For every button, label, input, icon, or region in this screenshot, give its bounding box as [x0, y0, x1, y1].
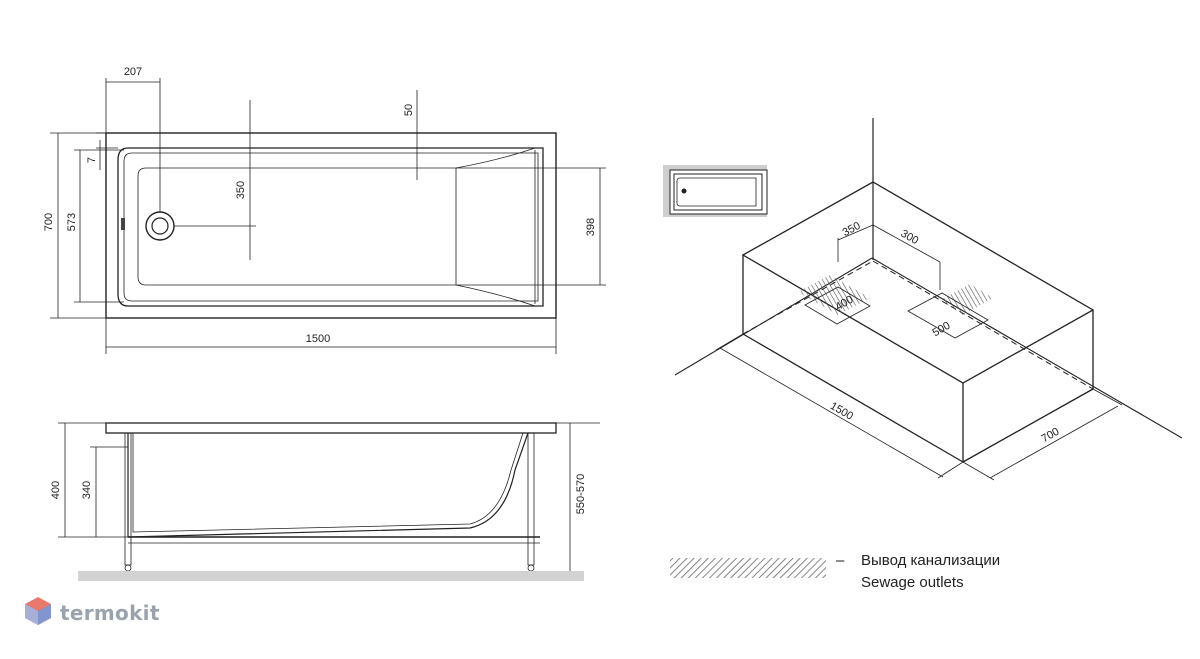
tub-basin-outline — [117, 147, 544, 307]
dim-573-label: 573 — [66, 213, 78, 231]
dim-7-label: 7 — [86, 157, 98, 163]
sewage-outlet-zone-right — [940, 284, 993, 315]
side-view: 400 340 550-570 — [50, 422, 600, 581]
outlet-rect-right — [907, 292, 989, 339]
backrest-edge-top — [455, 147, 536, 169]
brand-logo-icon — [25, 597, 51, 625]
dim-398-label: 398 — [585, 218, 597, 236]
dim-350-label: 350 — [235, 181, 247, 199]
drain-inner — [151, 217, 169, 235]
outlet-rect-left — [804, 286, 871, 325]
isometric-view: 350 300 400 500 1500 700 — [674, 118, 1183, 481]
drain-outer — [145, 211, 175, 241]
side-tub-body — [127, 432, 529, 538]
overflow-mark — [121, 218, 125, 230]
floor — [78, 571, 584, 581]
dim-700-label: 700 — [43, 213, 55, 231]
iso-dim-350-label: 350 — [841, 220, 863, 239]
dim-340-label: 340 — [81, 481, 93, 499]
legend-label-ru: Вывод канализации — [861, 552, 1001, 569]
top-view: 207 50 7 350 700 573 398 1500 — [43, 66, 606, 354]
iso-dim-1500-label: 1500 — [828, 400, 855, 423]
placement-thumbnail — [663, 165, 768, 217]
tub-outer-rim — [105, 132, 557, 319]
dim-50-label: 50 — [403, 104, 415, 116]
dim-1500-label: 1500 — [306, 333, 330, 345]
legend-label-en: Sewage outlets — [861, 574, 964, 591]
tub-basin-inner-edge — [123, 152, 539, 302]
legend-hatch-swatch — [670, 558, 826, 578]
dim-207-label: 207 — [124, 66, 142, 78]
iso-dim-500-label: 500 — [931, 320, 953, 340]
side-leg-right — [527, 432, 535, 566]
dim-550-570-label: 550-570 — [575, 474, 587, 514]
dim-400-label: 400 — [50, 481, 62, 499]
brand-name: termokit — [60, 601, 160, 625]
legend-dash: – — [836, 552, 845, 569]
iso-dim-700-label: 700 — [1040, 426, 1062, 446]
tub-floor — [137, 167, 457, 286]
side-rim — [105, 422, 557, 434]
iso-box-top — [741, 181, 1095, 384]
iso-dim-300-label: 300 — [899, 228, 921, 248]
backrest-edge-bottom — [455, 284, 536, 307]
side-tub-inner — [132, 432, 524, 533]
sewage-outlet-zone-left — [798, 275, 870, 315]
